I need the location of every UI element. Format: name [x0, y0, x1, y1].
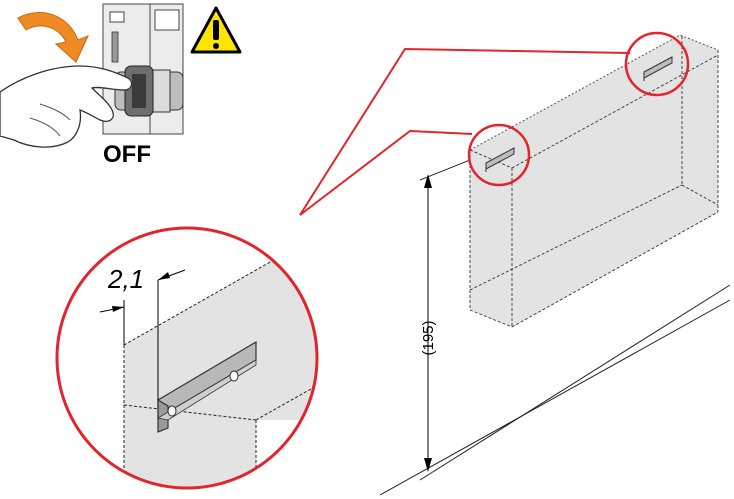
zoom-detail	[55, 226, 319, 490]
box-bracket-left	[485, 147, 515, 172]
callout-circle-left	[467, 123, 531, 187]
clearance-dimension-label: 2,1	[107, 264, 144, 294]
hand-icon	[0, 65, 133, 148]
wall-box	[469, 34, 719, 328]
floor-lines	[379, 284, 731, 496]
height-dimension: (195)	[419, 159, 471, 472]
callout-leaders	[299, 47, 631, 216]
height-dimension-label: (195)	[420, 320, 437, 355]
box-bracket-right	[643, 56, 673, 81]
box-hidden-edges	[469, 36, 719, 328]
warning-icon	[190, 6, 242, 54]
power-off-label: OFF	[103, 141, 151, 168]
callout-circle-right	[624, 31, 690, 97]
box-front-face	[470, 35, 718, 327]
rotate-arrow-icon	[17, 12, 89, 63]
zoom-bracket	[156, 340, 257, 433]
power-switch-illustration: OFF	[0, 3, 184, 168]
